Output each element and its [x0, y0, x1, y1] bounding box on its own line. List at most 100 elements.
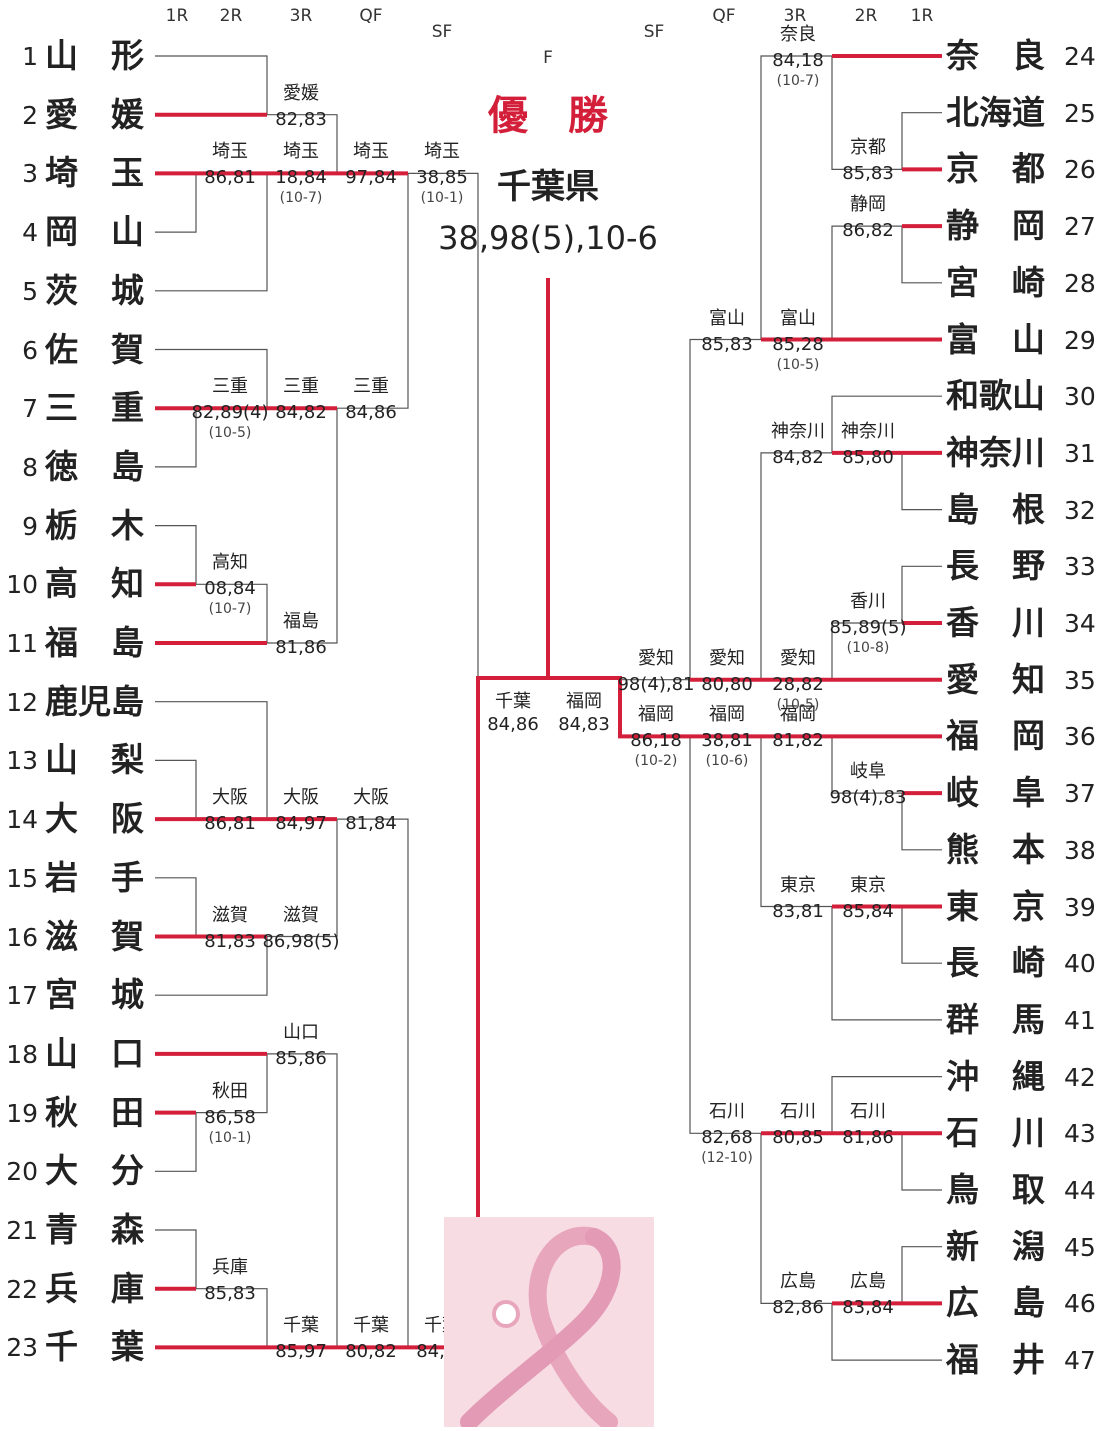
- match-winner: 石川: [780, 1101, 816, 1123]
- loser-line: [831, 906, 942, 1021]
- match-score: 81,86: [275, 637, 327, 658]
- loser-line: [901, 565, 942, 623]
- team-seed: 24: [1064, 42, 1096, 71]
- team-name: 香 川: [946, 603, 1045, 642]
- round-label: QF: [712, 6, 736, 26]
- match-winner: 福岡: [709, 704, 745, 726]
- match-winner: 福岡: [566, 691, 602, 712]
- match-winner: 大阪: [353, 787, 389, 809]
- match-score: 86,18: [630, 730, 682, 752]
- match-tiebreak: (10-6): [705, 753, 749, 770]
- team-seed: 45: [1064, 1232, 1096, 1262]
- loser-line: [155, 701, 268, 820]
- match-score: 18,84: [275, 167, 327, 189]
- final-score: 38,98(5),10-6: [438, 219, 658, 257]
- match-score: 82,86: [772, 1297, 824, 1319]
- match-score: 84,82: [275, 402, 327, 424]
- match-winner: 高知: [212, 552, 248, 574]
- team-name: 徳 島: [45, 446, 144, 486]
- loser-line: [155, 936, 268, 996]
- loser-line: [155, 55, 268, 115]
- match-score: 86,81: [204, 167, 256, 189]
- match-score: 82,68: [701, 1127, 753, 1149]
- match-winner: 香川: [850, 591, 886, 612]
- team-seed: 36: [1064, 722, 1096, 752]
- match-winner: 東京: [850, 874, 886, 896]
- loser-line: [155, 348, 268, 409]
- match-winner: 埼玉: [424, 141, 460, 163]
- loser-line: [901, 906, 942, 964]
- loser-line: [901, 226, 942, 284]
- loser-line: [155, 1229, 197, 1289]
- match-winner: 石川: [850, 1101, 886, 1123]
- match-winner: 福岡: [638, 704, 674, 726]
- match-winner: 滋賀: [212, 904, 248, 926]
- team-name: 佐 賀: [45, 329, 144, 369]
- match-winner: 広島: [780, 1271, 816, 1293]
- match-score: 81,82: [772, 730, 824, 752]
- loser-line: [760, 452, 832, 680]
- match-score: 80,80: [701, 673, 753, 695]
- team-name: 福 岡: [946, 716, 1045, 756]
- match-winner: 大阪: [212, 787, 248, 809]
- team-seed: 8: [22, 452, 38, 482]
- team-name: 青 森: [45, 1210, 144, 1249]
- loser-line: [337, 818, 409, 1348]
- match-tiebreak: (10-5): [208, 425, 252, 442]
- loser-line: [901, 1246, 942, 1304]
- loser-line: [196, 1053, 268, 1114]
- ribbon-panel: [444, 1217, 654, 1431]
- round-label: 3R: [783, 6, 807, 26]
- loser-line: [901, 1133, 942, 1191]
- match-score: 86,98(5): [262, 930, 340, 952]
- team-name: 京 都: [946, 149, 1045, 189]
- team-seed: 6: [22, 335, 38, 365]
- team-seed: 10: [6, 570, 38, 600]
- match-score: 84,82: [772, 446, 824, 468]
- match-score: 97,84: [345, 167, 397, 189]
- match-winner: 大阪: [283, 787, 319, 809]
- match-tiebreak: (10-2): [634, 753, 678, 770]
- loser-line: [155, 173, 197, 233]
- match-tiebreak: (10-1): [420, 190, 464, 207]
- match-score: 85,83: [842, 163, 894, 185]
- team-seed: 23: [6, 1333, 38, 1363]
- team-name: 福 島: [45, 623, 144, 662]
- loser-line: [831, 736, 902, 794]
- team-name: 栃 木: [45, 505, 144, 545]
- team-name: 秋 田: [45, 1092, 144, 1132]
- team-seed: 3: [22, 159, 38, 189]
- team-seed: 19: [6, 1098, 38, 1128]
- team-name: 東 京: [946, 886, 1045, 926]
- match-winner: 富山: [780, 307, 816, 329]
- team-seed: 5: [22, 276, 38, 306]
- match-winner: 福岡: [780, 704, 816, 726]
- match-score: 85,97: [275, 1341, 327, 1363]
- team-seed: 33: [1064, 552, 1096, 582]
- team-seed: 25: [1064, 98, 1096, 128]
- match-score: 86,81: [204, 813, 256, 835]
- team-name: 和歌山: [946, 376, 1045, 416]
- loser-line: [196, 1288, 268, 1348]
- match-score: 81,84: [345, 813, 397, 835]
- match-score: 84,18: [772, 50, 824, 71]
- loser-line: [408, 172, 479, 678]
- team-seed: 26: [1064, 155, 1096, 185]
- loser-line: [267, 408, 338, 644]
- match-score: 85,89(5): [829, 617, 907, 638]
- match-score: 86,82: [842, 220, 894, 242]
- loser-line: [760, 736, 832, 908]
- team-name: 滋 賀: [45, 916, 144, 956]
- match-winner: 愛知: [709, 647, 745, 669]
- loser-line: [901, 452, 942, 511]
- team-name: 大 分: [45, 1151, 144, 1191]
- team-seed: 9: [22, 511, 38, 541]
- match-score: 85,80: [842, 446, 894, 468]
- loser-line: [155, 1112, 197, 1172]
- loser-line: [196, 583, 268, 643]
- team-name: 愛 知: [946, 659, 1045, 699]
- match-winner: 秋田: [212, 1080, 248, 1102]
- loser-line: [267, 1053, 338, 1348]
- match-score: 28,82: [772, 673, 824, 695]
